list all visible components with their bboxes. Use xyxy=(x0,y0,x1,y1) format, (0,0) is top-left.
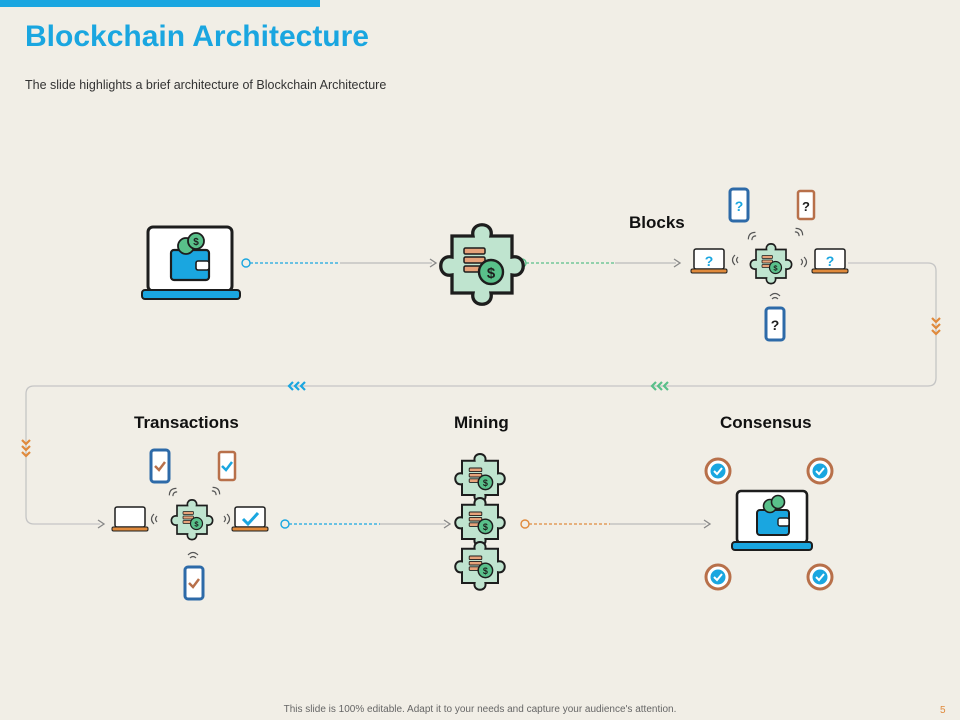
connector-row2 xyxy=(280,519,712,529)
verified-laptop-icon xyxy=(704,457,834,591)
step-label-transactions: Transactions xyxy=(134,413,239,432)
coin-puzzle-icon xyxy=(439,223,525,306)
svg-text:?: ? xyxy=(826,253,835,269)
step-label-mining: Mining xyxy=(454,413,509,432)
svg-text:$: $ xyxy=(193,237,199,248)
svg-text:?: ? xyxy=(705,253,714,269)
svg-text:?: ? xyxy=(771,317,780,333)
wallet-laptop-icon: $ xyxy=(141,225,241,300)
svg-text:?: ? xyxy=(735,198,744,214)
top-accent-bar xyxy=(0,0,320,7)
step-label-blocks: Blocks xyxy=(629,213,685,232)
stacked-puzzle-icon xyxy=(454,453,506,591)
step-label-consensus: Consensus xyxy=(720,413,812,432)
network-devices-icon: ? ? ? ? ? xyxy=(690,187,849,342)
page-subtitle: The slide highlights a brief architectur… xyxy=(25,78,387,92)
transactions-network-icon xyxy=(111,448,269,601)
page-title: Blockchain Architecture xyxy=(25,20,369,53)
page-number: 5 xyxy=(940,705,946,716)
svg-text:?: ? xyxy=(802,199,810,214)
connector-loop xyxy=(21,262,941,529)
footer-note: This slide is 100% editable. Adapt it to… xyxy=(283,704,677,715)
